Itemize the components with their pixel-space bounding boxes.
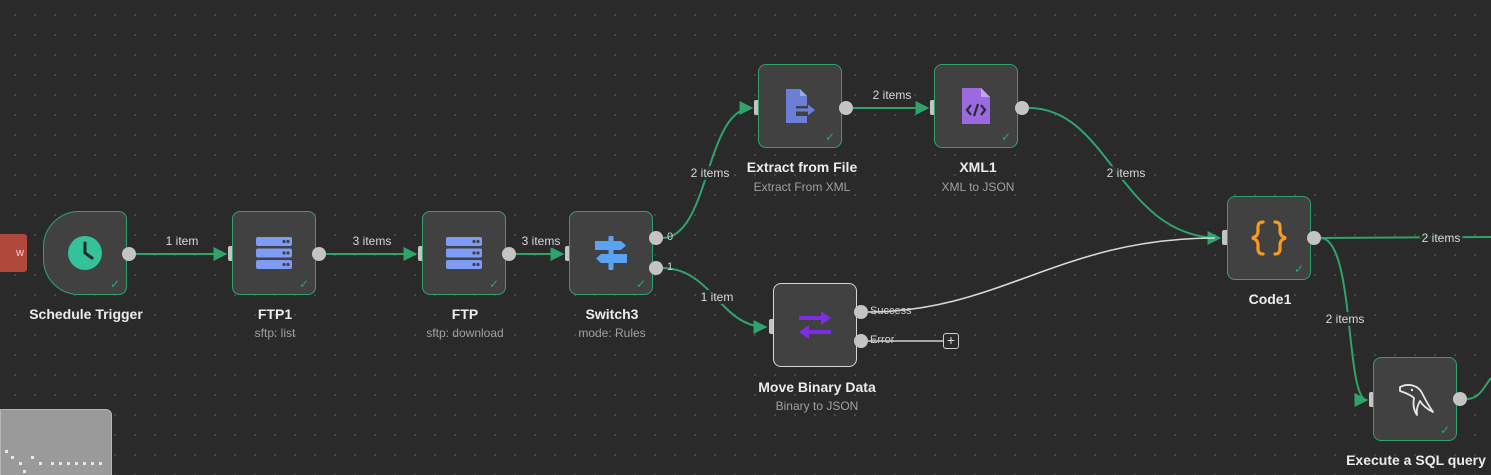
code-braces-icon: [1251, 220, 1287, 256]
edge-label-ftp-switch: 3 items: [519, 234, 563, 248]
edge-label-code-out: 2 items: [1419, 231, 1463, 245]
port-label-switch-0: 0: [667, 231, 674, 243]
swap-arrows-icon: [799, 311, 831, 339]
edge-label-schedule-ftp1: 1 item: [163, 234, 201, 248]
output-port-code1[interactable]: [1307, 231, 1321, 245]
output-port-schedule[interactable]: [122, 247, 136, 261]
node-extract-from-file[interactable]: ✓: [758, 64, 842, 148]
minimap-node: [51, 462, 54, 465]
node-title-xml1: XML1: [959, 159, 997, 175]
node-title-extract: Extract from File: [746, 159, 858, 175]
node-xml1[interactable]: ✓: [934, 64, 1018, 148]
minimap-node: [99, 462, 102, 465]
output-port-ftp[interactable]: [502, 247, 516, 261]
minimap[interactable]: [0, 409, 112, 475]
output-port-extract[interactable]: [839, 101, 853, 115]
node-subtitle-move: Binary to JSON: [775, 399, 859, 413]
minimap-node: [19, 462, 22, 465]
connection-code-out[interactable]: [1320, 236, 1491, 239]
xml-file-icon: [962, 88, 990, 124]
server-icon: [446, 237, 482, 269]
success-check-icon: ✓: [635, 277, 646, 291]
output-port-move-success[interactable]: [854, 305, 868, 319]
input-port-code1[interactable]: [1222, 230, 1230, 245]
node-title-code1: Code1: [1248, 291, 1292, 307]
port-label-success: Success: [870, 305, 912, 317]
minimap-node: [39, 462, 42, 465]
minimap-node: [5, 450, 8, 453]
success-check-icon: ✓: [298, 277, 309, 291]
port-label-error: Error: [870, 334, 895, 346]
success-check-icon: ✓: [1000, 130, 1011, 144]
output-port-xml1[interactable]: [1015, 101, 1029, 115]
node-code1[interactable]: ✓: [1227, 196, 1311, 280]
output-port-ftp1[interactable]: [312, 247, 326, 261]
minimap-node: [31, 456, 34, 459]
node-subtitle-ftp: sftp: download: [426, 326, 504, 340]
minimap-node: [75, 462, 78, 465]
connection-move-code[interactable]: [867, 237, 1216, 313]
mysql-dolphin-icon: [1399, 384, 1434, 416]
partial-node-label: w: [16, 247, 24, 259]
port-label-switch-1: 1: [667, 261, 674, 273]
edge-label-extract-xml: 2 items: [870, 88, 914, 102]
success-check-icon: ✓: [109, 277, 120, 291]
edge-label-ftp1-ftp: 3 items: [350, 234, 394, 248]
minimap-node: [83, 462, 86, 465]
node-subtitle-ftp1: sftp: list: [254, 326, 296, 340]
clock-icon: [68, 236, 102, 270]
minimap-node: [59, 462, 62, 465]
node-title-schedule: Schedule Trigger: [29, 306, 143, 322]
node-subtitle-extract: Extract From XML: [753, 180, 851, 194]
node-execute-sql[interactable]: ✓: [1373, 357, 1457, 441]
output-port-switch3-1[interactable]: [649, 261, 663, 275]
node-schedule-trigger[interactable]: ✓: [43, 211, 127, 295]
node-ftp[interactable]: ✓: [422, 211, 506, 295]
node-title-ftp1: FTP1: [257, 306, 293, 322]
node-title-move: Move Binary Data: [758, 379, 876, 395]
partial-node-left[interactable]: w: [0, 234, 27, 272]
node-title-switch3: Switch3: [585, 306, 639, 322]
node-subtitle-switch3: mode: Rules: [578, 326, 646, 340]
success-check-icon: ✓: [1293, 262, 1304, 276]
server-icon: [256, 237, 292, 269]
output-port-switch3-0[interactable]: [649, 231, 663, 245]
output-port-sql[interactable]: [1453, 392, 1467, 406]
output-port-move-error[interactable]: [854, 334, 868, 348]
edge-label-switch-move: 1 item: [698, 290, 736, 304]
node-title-ftp: FTP: [451, 306, 479, 322]
success-check-icon: ✓: [488, 277, 499, 291]
signpost-icon: [595, 236, 627, 270]
node-title-sql: Execute a SQL query: [1346, 452, 1486, 468]
node-move-binary-data[interactable]: [773, 283, 857, 367]
edge-label-switch-extract: 2 items: [688, 166, 732, 180]
node-subtitle-xml1: XML to JSON: [941, 180, 1015, 194]
node-ftp1[interactable]: ✓: [232, 211, 316, 295]
minimap-node: [11, 456, 14, 459]
file-export-icon: [786, 89, 815, 123]
edge-label-code-sql: 2 items: [1323, 312, 1367, 326]
minimap-node: [91, 462, 94, 465]
minimap-node: [23, 470, 26, 473]
connection-sql-out[interactable]: [1466, 377, 1491, 400]
node-switch3[interactable]: ✓: [569, 211, 653, 295]
add-node-button[interactable]: +: [943, 333, 959, 349]
success-check-icon: ✓: [1439, 423, 1450, 437]
minimap-node: [67, 462, 70, 465]
success-check-icon: ✓: [824, 130, 835, 144]
edge-label-xml-code: 2 items: [1104, 166, 1148, 180]
